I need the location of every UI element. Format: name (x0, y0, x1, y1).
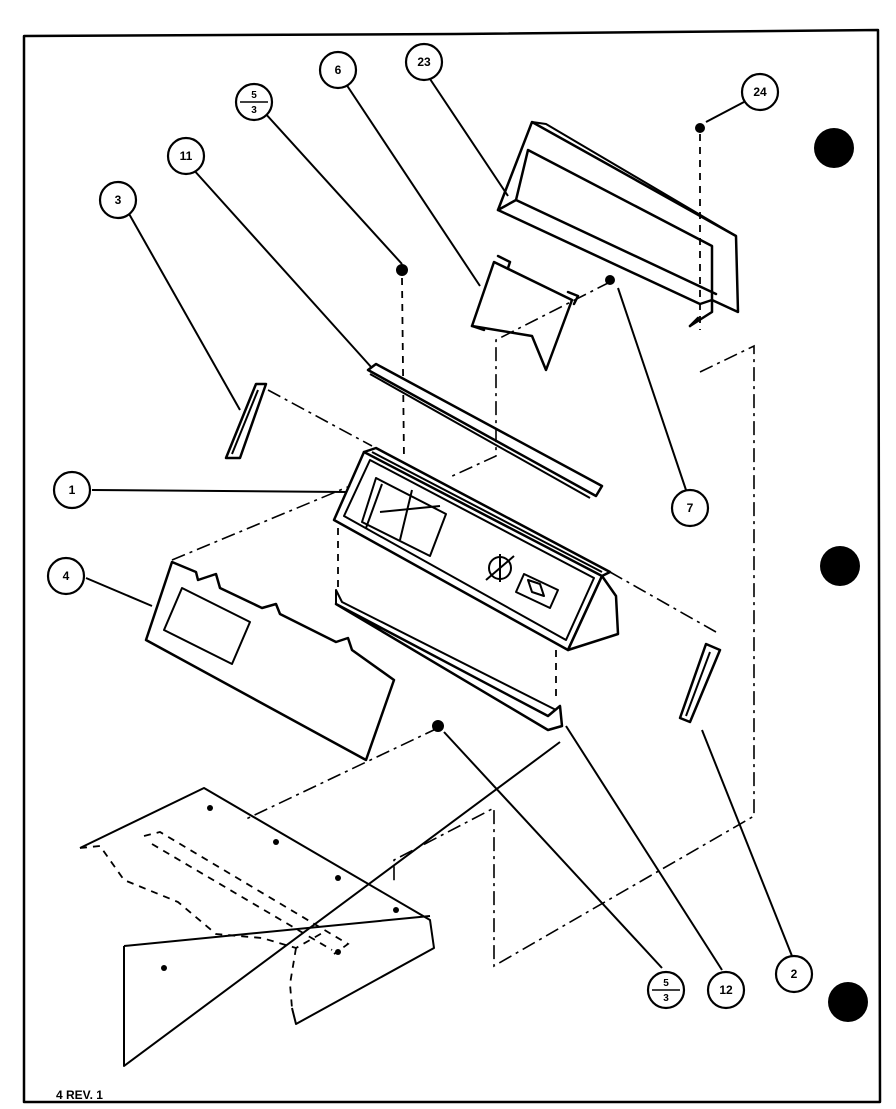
callout-11: 11 (166, 136, 206, 176)
callout-24-label: 24 (753, 85, 767, 99)
callout-7-label: 7 (687, 501, 694, 515)
callout-4: 4 (46, 556, 86, 596)
callout-3-label: 3 (115, 193, 122, 207)
callout-5-3-top: 5 3 (234, 82, 274, 122)
part-1-control-console (332, 446, 620, 731)
callout-5-3-top-numerator: 5 (251, 90, 257, 101)
callout-6-label: 6 (335, 63, 342, 77)
binder-hole-bottom (828, 982, 868, 1022)
callout-6: 6 (318, 50, 358, 90)
callout-4-label: 4 (63, 569, 70, 583)
part-3-left-endcap (224, 382, 268, 460)
callout-12-label: 12 (719, 983, 733, 997)
binder-holes (814, 128, 868, 1022)
callout-5-3-bottom-numerator: 5 (663, 978, 669, 989)
callout-2-label: 2 (791, 967, 798, 981)
callout-5-3-top-denominator: 3 (251, 105, 257, 116)
binder-hole-middle (820, 546, 860, 586)
leader-lines (85, 75, 793, 971)
callout-1: 1 (52, 470, 92, 510)
assembly-lines (171, 281, 755, 968)
part-4-overlay-panel (144, 560, 396, 762)
part-24-screw (695, 123, 705, 330)
callout-24: 24 (740, 72, 780, 112)
part-11-trim-strip (366, 362, 604, 499)
part-12-bracket (334, 602, 564, 732)
callout-3: 3 (98, 180, 138, 220)
callout-23: 23 (404, 42, 444, 82)
callout-2: 2 (774, 954, 814, 994)
callout-12: 12 (706, 970, 746, 1010)
binder-hole-top (814, 128, 854, 168)
callout-1-label: 1 (69, 483, 76, 497)
revision-label: 4 REV. 1 (56, 1088, 103, 1102)
cabinet-top (79, 741, 561, 1067)
part-5-screw-top (396, 264, 408, 461)
callout-5-3-bottom-denominator: 3 (663, 993, 669, 1004)
callout-7: 7 (670, 488, 710, 528)
part-2-right-endcap (678, 642, 722, 724)
callout-5-3-bottom: 5 3 (646, 970, 686, 1010)
page-border (22, 28, 882, 1104)
callout-11-label: 11 (180, 149, 193, 163)
callout-23-label: 23 (417, 55, 431, 69)
part-6-bracket (470, 254, 580, 372)
